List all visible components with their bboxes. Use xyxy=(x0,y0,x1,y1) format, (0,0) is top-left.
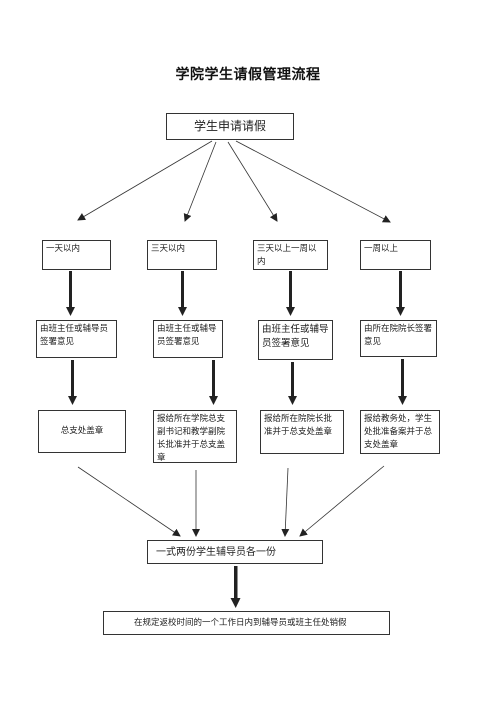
duration-three-days-box: 三天以内 xyxy=(147,240,217,270)
final-step-box: 在规定返校时间的一个工作日内到辅导员或班主任处销假 xyxy=(103,611,390,635)
processing-box-2: 报给所在学院总支副书记和教学副院长批准并于总支盖章 xyxy=(153,410,237,463)
arrow-start-to-one-day xyxy=(77,140,213,221)
processing-box-3: 报给所在院院长批准并于总支处盖章 xyxy=(260,410,344,454)
arrow-over-week-to-copies xyxy=(299,465,385,537)
arrow-start-to-one-week xyxy=(227,141,278,222)
start-box: 学生申请请假 xyxy=(166,113,294,140)
thick-arrow-final xyxy=(230,566,241,608)
approval-box-3: 由班主任或辅导员签署意见 xyxy=(258,320,333,360)
page-title: 学院学生请假管理流程 xyxy=(175,67,321,83)
copies-box: 一式两份学生辅导员各一份 xyxy=(147,540,323,564)
arrow-one-day-to-copies xyxy=(77,466,181,537)
arrow-start-to-over-week xyxy=(235,140,391,223)
duration-one-day-box: 一天以内 xyxy=(42,240,111,270)
processing-box-4: 报给教务处，学生处批准备案并于总支处盖章 xyxy=(360,410,440,454)
approval-box-2: 由班主任或辅导员签署意见 xyxy=(153,320,223,358)
thick-arrows-row2 xyxy=(68,359,407,405)
arrow-start-to-three-days xyxy=(183,141,217,222)
approval-box-4: 由所在院院长签署意见 xyxy=(360,320,437,357)
approval-box-1: 由班主任或辅导员签署意见 xyxy=(36,320,117,358)
thick-arrows-row1 xyxy=(66,271,405,316)
arrow-one-week-to-copies xyxy=(281,467,290,537)
duration-over-week-box: 一周以上 xyxy=(360,240,431,270)
processing-box-1: 总支处盖章 xyxy=(38,410,126,453)
duration-one-week-box: 三天以上一周以内 xyxy=(253,240,328,270)
